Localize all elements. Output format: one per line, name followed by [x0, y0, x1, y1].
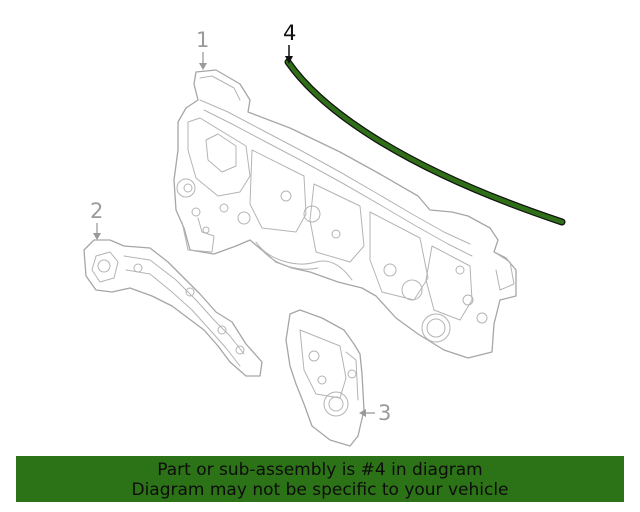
part-4-weatherstrip-fill	[285, 59, 565, 225]
callout-2-arrow	[93, 233, 101, 240]
callout-3-label: 3	[378, 401, 391, 425]
callout-1-label: 1	[196, 28, 209, 52]
callout-3-arrow	[359, 409, 366, 417]
info-banner: Part or sub-assembly is #4 in diagram Di…	[16, 456, 624, 502]
banner-line-1: Part or sub-assembly is #4 in diagram	[157, 460, 483, 480]
callout-2-label: 2	[90, 199, 103, 223]
part-2-bracket	[83, 239, 263, 377]
callout-1-arrow	[199, 63, 207, 70]
banner-line-2: Diagram may not be specific to your vehi…	[131, 480, 509, 500]
part-4-weatherstrip	[284, 58, 566, 226]
callout-4-label: 4	[283, 21, 296, 45]
part-3-panel	[285, 309, 365, 447]
callout-4-arrow	[285, 56, 293, 64]
part-1-dash-panel	[173, 69, 517, 359]
parts-diagram: 1 2 3 4	[83, 21, 566, 447]
